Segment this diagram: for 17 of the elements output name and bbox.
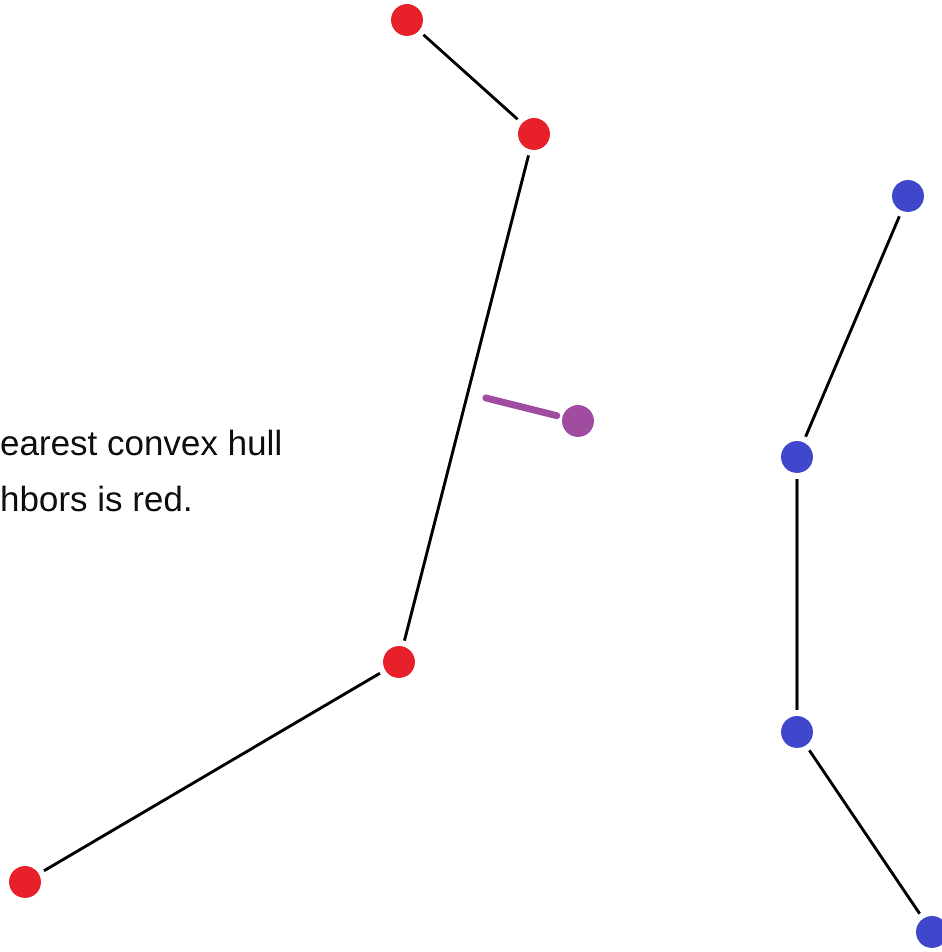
point-dot [781,441,813,473]
point-dot [892,180,924,212]
point-dot [383,646,415,678]
point-dot [9,866,41,898]
line-segment [482,394,560,420]
connector-line [422,34,519,120]
point-dot [391,4,423,36]
point-dot [518,118,550,150]
note-text: earest convex hull hbors is red. [0,423,284,521]
connector-line [403,154,530,642]
connector-line [804,216,901,438]
connector-line [796,479,798,710]
point-dot [781,716,813,748]
point-dot [562,405,594,437]
connector-line [43,672,381,872]
point-dot [916,916,942,948]
connector-line [808,749,921,915]
